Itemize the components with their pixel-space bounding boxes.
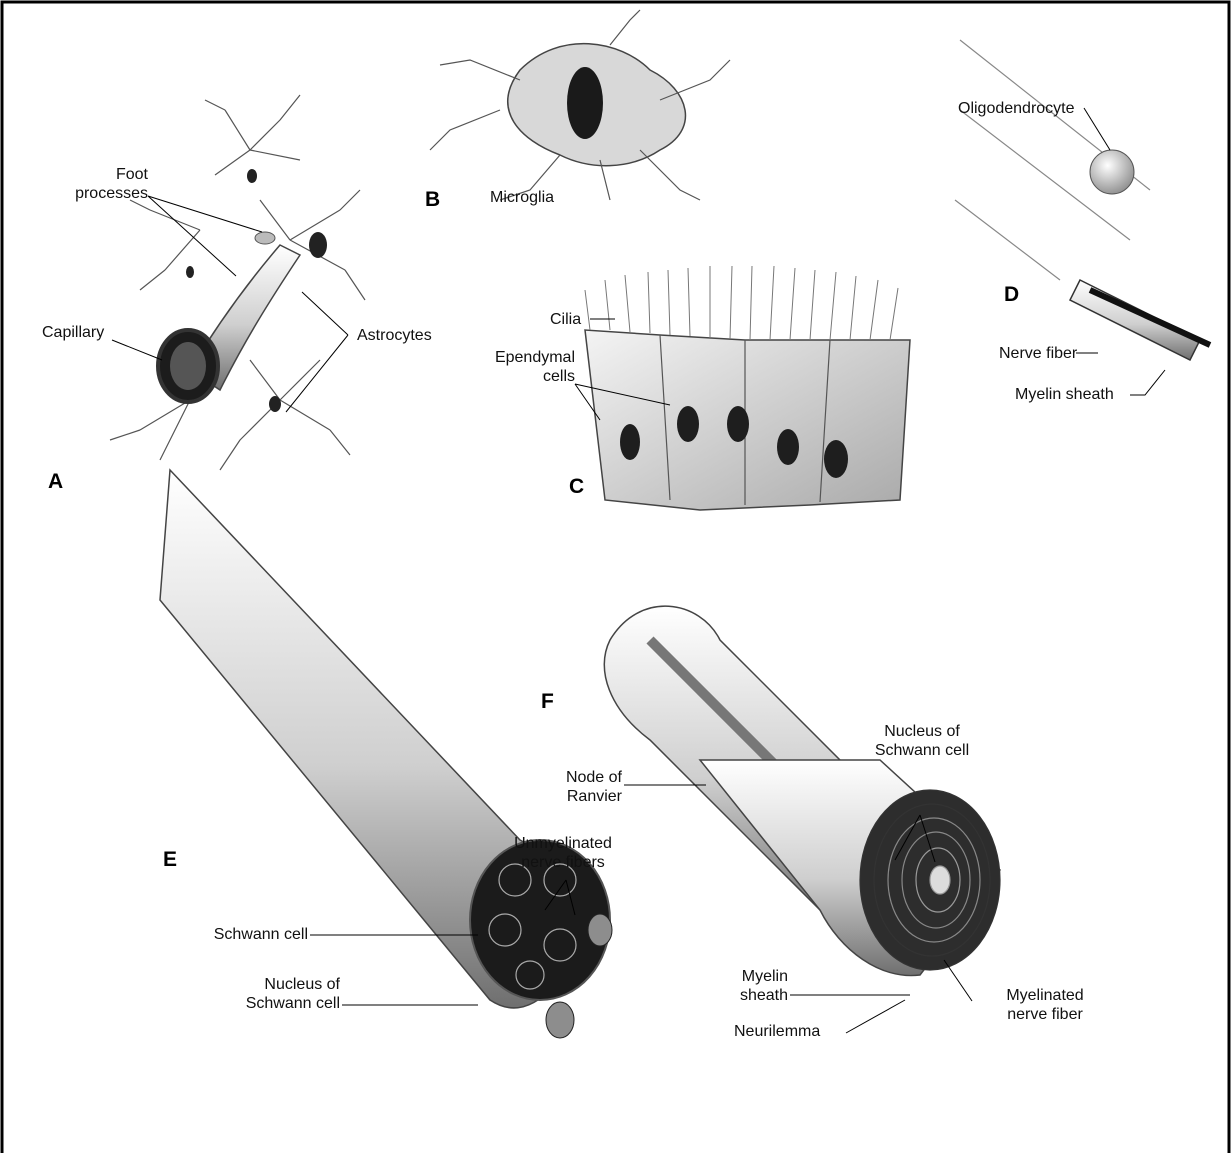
panel-label-d: D xyxy=(1004,283,1019,307)
panel-label-a: A xyxy=(48,470,63,494)
label-myelinated-fiber: Myelinated nerve fiber xyxy=(975,986,1115,1024)
label-foot-processes: Foot processes xyxy=(60,165,148,203)
label-cilia: Cilia xyxy=(550,310,581,329)
ependymal-group xyxy=(585,266,910,510)
astrocyte-nucleus xyxy=(309,232,327,258)
panel-label-f: F xyxy=(541,690,554,714)
label-oligodendrocyte: Oligodendrocyte xyxy=(958,99,1075,118)
label-ependymal-cells: Ependymal cells xyxy=(470,348,575,386)
astrocyte-group xyxy=(110,95,365,470)
label-nucleus-schwann-f: Nucleus of Schwann cell xyxy=(847,722,997,760)
label-unmyelinated-fibers: Unmyelinated nerve fibers xyxy=(488,834,638,872)
panel-label-b: B xyxy=(425,188,440,212)
oligodendrocyte-cell xyxy=(1090,150,1134,194)
label-myelin-sheath-f: Myelin sheath xyxy=(700,967,788,1005)
myelin-spiral xyxy=(860,790,1000,970)
label-myelin-sheath-d: Myelin sheath xyxy=(1015,385,1114,404)
panel-label-c: C xyxy=(569,475,584,499)
label-astrocytes: Astrocytes xyxy=(357,326,432,345)
label-neurilemma: Neurilemma xyxy=(734,1022,820,1041)
label-microglia: Microglia xyxy=(490,188,554,207)
label-nucleus-schwann-e: Nucleus of Schwann cell xyxy=(170,975,340,1013)
label-capillary: Capillary xyxy=(42,323,104,342)
label-node-of-ranvier: Node of Ranvier xyxy=(520,768,622,806)
panel-label-e: E xyxy=(163,848,177,872)
label-schwann-cell: Schwann cell xyxy=(150,925,308,944)
microglia-nucleus xyxy=(567,67,603,139)
label-nerve-fiber: Nerve fiber xyxy=(999,344,1077,363)
